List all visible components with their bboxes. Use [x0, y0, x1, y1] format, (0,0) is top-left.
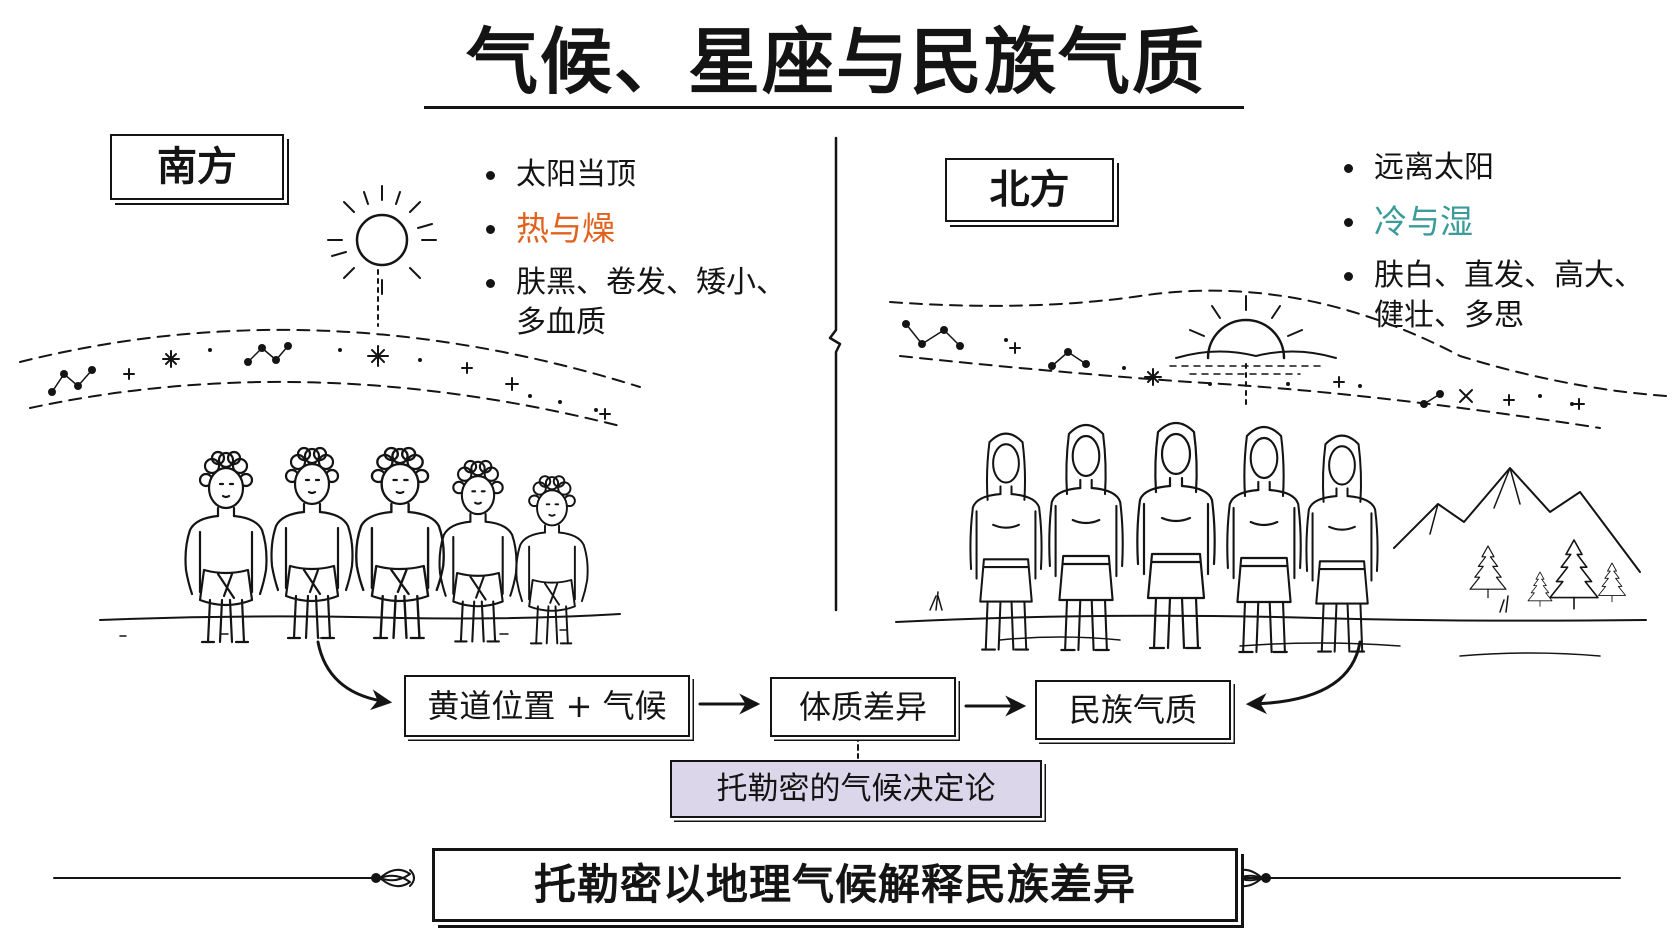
- south-label: 南方: [110, 134, 284, 200]
- south-bullet-climate: 热与燥: [482, 209, 802, 249]
- south-bullet-sun: 太阳当顶: [482, 155, 802, 195]
- north-traits-line-2: 健壮、多思: [1374, 298, 1524, 333]
- flow-box-physique: 体质差异: [770, 677, 956, 737]
- south-traits-line-2: 多血质: [516, 305, 606, 340]
- flow-box-zodiac-climate: 黄道位置 + 气候: [404, 675, 690, 737]
- south-bullet-list: 太阳当顶 热与燥 肤黑、卷发、矮小、 多血质: [482, 155, 802, 343]
- north-bullet-sun: 远离太阳: [1340, 148, 1660, 188]
- south-traits-line-1: 肤黑、卷发、矮小、: [516, 265, 786, 300]
- north-label: 北方: [945, 158, 1114, 222]
- flow-box-temperament: 民族气质: [1035, 680, 1231, 740]
- south-bullet-traits: 肤黑、卷发、矮小、 多血质: [482, 263, 802, 343]
- north-bullet-traits: 肤白、直发、高大、 健壮、多思: [1340, 256, 1660, 336]
- title-underline: [424, 106, 1244, 109]
- page-title: 气候、星座与民族气质: [465, 20, 1206, 104]
- summary-banner: 托勒密以地理气候解释民族差异: [432, 848, 1238, 922]
- north-traits-line-1: 肤白、直发、高大、: [1374, 258, 1644, 293]
- north-bullet-list: 远离太阳 冷与湿 肤白、直发、高大、 健壮、多思: [1340, 148, 1660, 336]
- north-bullet-climate: 冷与湿: [1340, 202, 1660, 242]
- theory-label: 托勒密的气候决定论: [670, 760, 1042, 818]
